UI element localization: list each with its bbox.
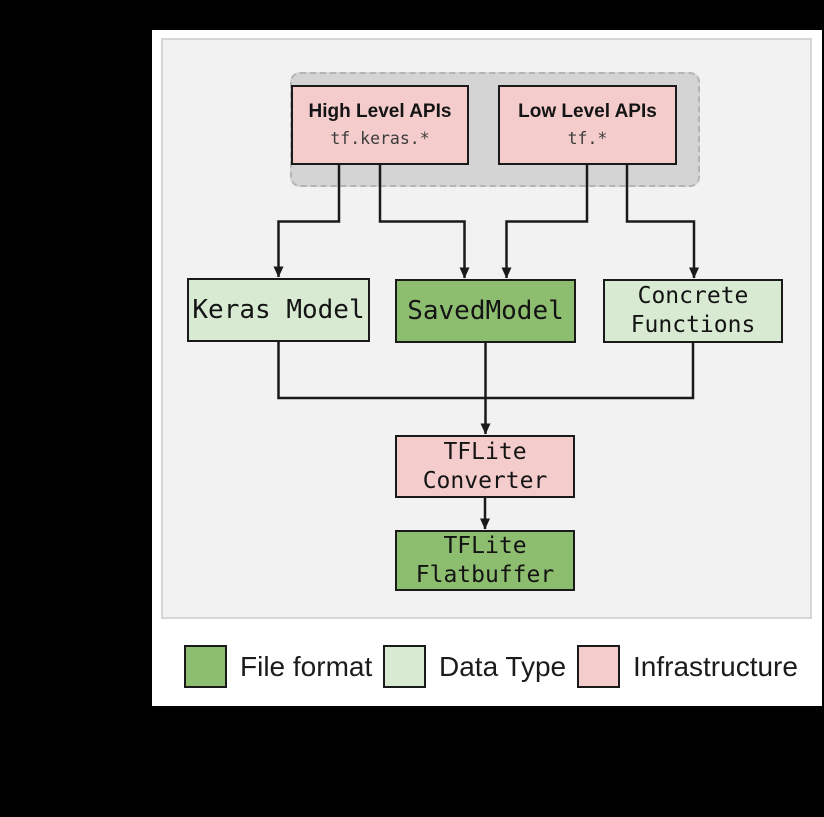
tflite-converter-label-line1: TFLite	[443, 438, 527, 465]
tflite-flatbuffer-node: TFLite Flatbuffer	[395, 530, 575, 591]
legend-label-data-type: Data Type	[439, 651, 567, 682]
keras-model-label: Keras Model	[192, 295, 365, 325]
figure-panel: High Level APIs tf.keras.* Low Level API…	[152, 30, 822, 706]
legend-item-infrastructure: Infrastructure	[577, 645, 798, 688]
high-level-apis-box: High Level APIs tf.keras.*	[291, 85, 469, 165]
keras-model-node: Keras Model	[187, 278, 370, 342]
low-level-apis-code: tf.*	[567, 128, 608, 148]
edge-merge-bus	[277, 342, 695, 400]
legend-item-file-format: File format	[184, 645, 372, 688]
infrastructure-color-swatch	[577, 645, 620, 688]
concrete-functions-label-line2: Functions	[630, 312, 756, 338]
legend-label-infrastructure: Infrastructure	[633, 651, 798, 682]
tflite-flatbuffer-label-line1: TFLite	[443, 532, 527, 559]
savedmodel-label: SavedModel	[407, 296, 564, 326]
concrete-functions-node: Concrete Functions	[603, 279, 783, 343]
low-level-apis-title: Low Level APIs	[518, 100, 657, 122]
tflite-converter-node: TFLite Converter	[395, 435, 575, 498]
concrete-functions-label-line1: Concrete	[637, 283, 749, 309]
legend-label-file-format: File format	[240, 651, 373, 682]
low-level-apis-box: Low Level APIs tf.*	[498, 85, 677, 165]
high-level-apis-code: tf.keras.*	[330, 128, 430, 148]
high-level-apis-title: High Level APIs	[308, 100, 452, 122]
file-format-color-swatch	[184, 645, 227, 688]
savedmodel-node: SavedModel	[395, 279, 576, 343]
legend-item-data-type: Data Type	[383, 645, 566, 688]
diagram-canvas: High Level APIs tf.keras.* Low Level API…	[161, 38, 812, 619]
tflite-converter-label-line2: Converter	[422, 467, 548, 494]
tflite-flatbuffer-label-line2: Flatbuffer	[415, 561, 555, 588]
data-type-color-swatch	[383, 645, 426, 688]
